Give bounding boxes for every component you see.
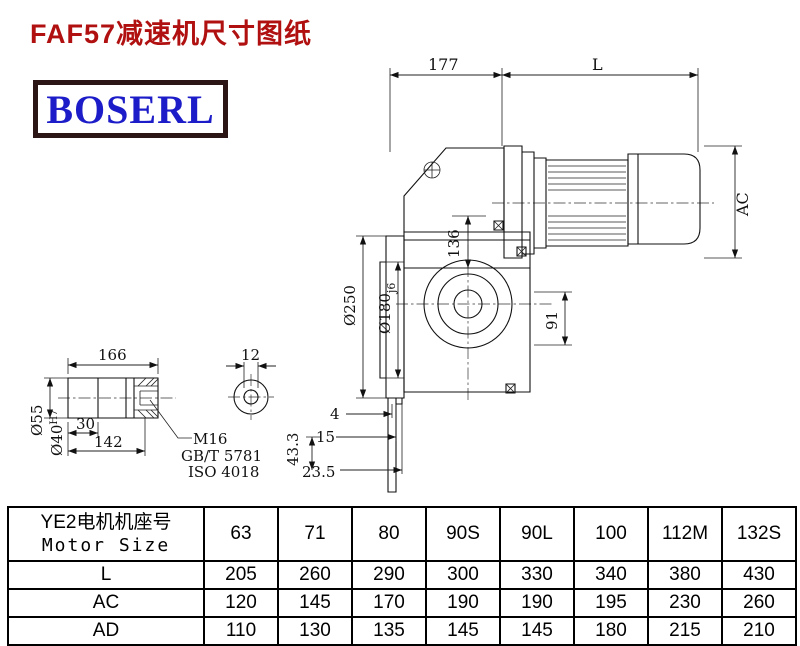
cell-AD-6: 215	[647, 616, 723, 646]
motor-size-header-cell: YE2电机机座号 Motor Size	[7, 506, 205, 562]
dim-166-label: 166	[98, 346, 127, 364]
cell-L-3: 300	[425, 560, 501, 590]
cell-AD-4: 145	[499, 616, 575, 646]
dim-91-label: 91	[543, 311, 561, 330]
cell-L-4: 330	[499, 560, 575, 590]
dimension-lines	[46, 71, 739, 474]
cell-L-5: 340	[573, 560, 649, 590]
cell-AD-1: 130	[277, 616, 353, 646]
cell-AC-0: 120	[203, 588, 279, 618]
size-cell-1: 71	[277, 506, 353, 562]
dimension-drawing: 177 L AC Ø250 Ø180j6 136 91 4 15 23.5 43…	[28, 55, 752, 493]
cell-AC-7: 260	[721, 588, 797, 618]
cell-AD-7: 210	[721, 616, 797, 646]
table-row-AC: AC 120 145 170 190 190 195 230 260	[7, 588, 797, 618]
cell-L-7: 430	[721, 560, 797, 590]
brand-logo: BOSERL	[33, 80, 228, 138]
shaft-detail-outline	[67, 377, 269, 439]
std-gbt-label: GB/T 5781	[181, 447, 262, 465]
cell-AC-1: 145	[277, 588, 353, 618]
cell-AC-3: 190	[425, 588, 501, 618]
centerlines	[58, 202, 714, 420]
dim-136-label: 136	[445, 229, 463, 258]
header-cn: YE2电机机座号	[40, 511, 172, 533]
std-iso-label: ISO 4018	[188, 463, 259, 481]
dim-43-3-label: 43.3	[284, 433, 302, 466]
size-cell-3: 90S	[425, 506, 501, 562]
dimension-labels: 177 L AC Ø250 Ø180j6 136 91 4 15 23.5 43…	[28, 55, 752, 481]
dim-4-label: 4	[330, 405, 340, 423]
cell-L-2: 290	[351, 560, 427, 590]
dim-AC-label: AC	[733, 192, 752, 217]
output-flange-outline	[379, 235, 405, 493]
cell-L-1: 260	[277, 560, 353, 590]
size-cell-5: 100	[573, 506, 649, 562]
brand-logo-text: BOSERL	[46, 86, 215, 132]
dim-142-label: 142	[94, 433, 123, 451]
page-title: FAF57减速机尺寸图纸	[30, 19, 313, 49]
header-en: Motor Size	[41, 534, 171, 556]
dim-15-label: 15	[316, 428, 335, 446]
dim-40-label: Ø40H7	[48, 410, 66, 456]
cell-AC-4: 190	[499, 588, 575, 618]
dim-55-label: Ø55	[28, 405, 46, 436]
size-cell-6: 112M	[647, 506, 723, 562]
dim-23-5-label: 23.5	[302, 463, 335, 481]
cell-AC-5: 195	[573, 588, 649, 618]
row-label-AD: AD	[7, 616, 205, 646]
cell-AC-6: 230	[647, 588, 723, 618]
cell-L-0: 205	[203, 560, 279, 590]
cell-AD-0: 110	[203, 616, 279, 646]
motor-outline	[503, 145, 701, 259]
cell-AD-5: 180	[573, 616, 649, 646]
thread-label: M16	[193, 430, 227, 448]
row-label-AC: AC	[7, 588, 205, 618]
dim-180-label: Ø180j6	[376, 283, 398, 334]
size-cell-0: 63	[203, 506, 279, 562]
cell-AD-2: 135	[351, 616, 427, 646]
dim-L-label: L	[592, 55, 603, 74]
table-row-L: L 205 260 290 300 330 340 380 430	[7, 560, 797, 590]
dim-12-label: 12	[241, 346, 260, 364]
dim-250-label: Ø250	[341, 285, 359, 326]
motor-size-table: YE2电机机座号 Motor Size 63 71 80 90S 90L 100…	[7, 506, 797, 646]
cell-L-6: 380	[647, 560, 723, 590]
dim-30-label: 30	[76, 415, 95, 433]
gearbox-outline	[403, 147, 531, 394]
cell-AD-3: 145	[425, 616, 501, 646]
size-cell-2: 80	[351, 506, 427, 562]
table-row-AD: AD 110 130 135 145 145 180 215 210	[7, 616, 797, 646]
row-label-L: L	[7, 560, 205, 590]
size-cell-4: 90L	[499, 506, 575, 562]
cell-AC-2: 170	[351, 588, 427, 618]
size-cell-7: 132S	[721, 506, 797, 562]
dim-177-label: 177	[428, 55, 459, 74]
